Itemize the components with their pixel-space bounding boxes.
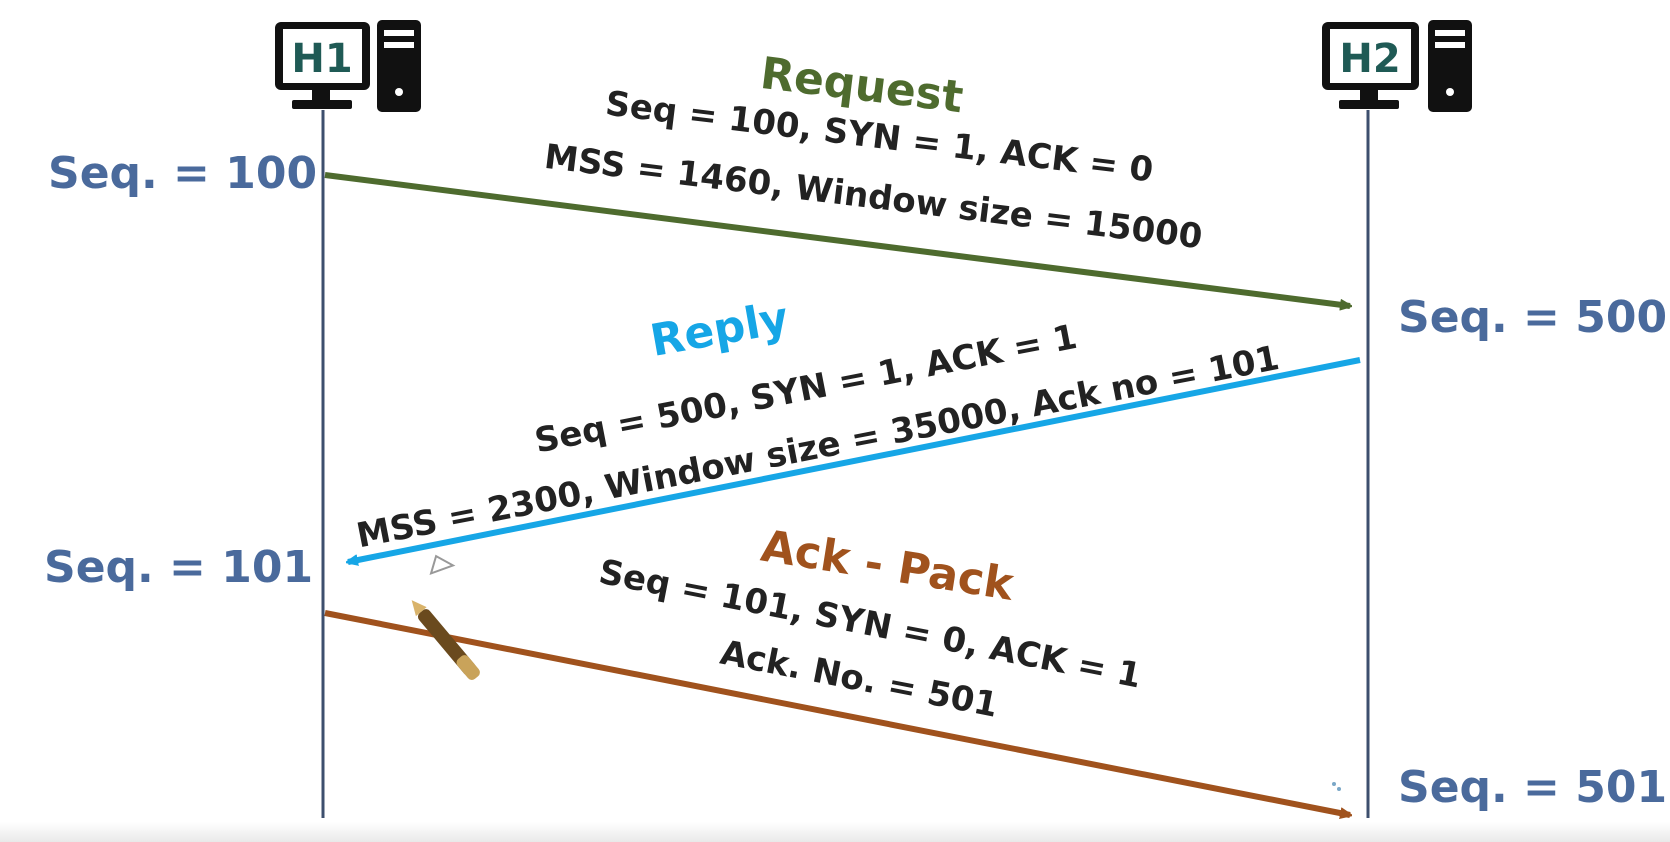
pen-cursor-icon [411, 554, 480, 680]
reply-labels: Reply Seq = 500, SYN = 1, ACK = 1 MSS = … [353, 293, 1282, 557]
ack-pack-labels: Ack - Pack Seq = 101, SYN = 0, ACK = 1 A… [596, 521, 1145, 726]
host-h2-label: H2 [1339, 36, 1400, 82]
h2-seq-after-request: Seq. = 500 [1398, 292, 1667, 343]
host-h2: H2 [1322, 20, 1472, 112]
reply-arrow [348, 357, 1361, 562]
h1-seq-after-reply: Seq. = 101 [44, 542, 313, 593]
computer-icon [1322, 22, 1419, 109]
pc-tower-icon [1428, 20, 1472, 112]
request-labels: Request Seq = 100, SYN = 1, ACK = 0 MSS … [542, 48, 1204, 257]
host-h1: H1 [275, 20, 421, 112]
computer-icon [275, 22, 370, 109]
h2-seq-final: Seq. = 501 [1398, 762, 1667, 813]
cursor-mark-icon [1332, 782, 1341, 791]
reply-title: Reply [647, 293, 793, 367]
h1-seq-initial: Seq. = 100 [48, 148, 317, 199]
ack-pack-arrow [324, 610, 1350, 815]
host-h1-label: H1 [291, 36, 352, 82]
pc-tower-icon [377, 20, 421, 112]
request-arrow [324, 172, 1350, 306]
bottom-shadow [0, 822, 1670, 842]
